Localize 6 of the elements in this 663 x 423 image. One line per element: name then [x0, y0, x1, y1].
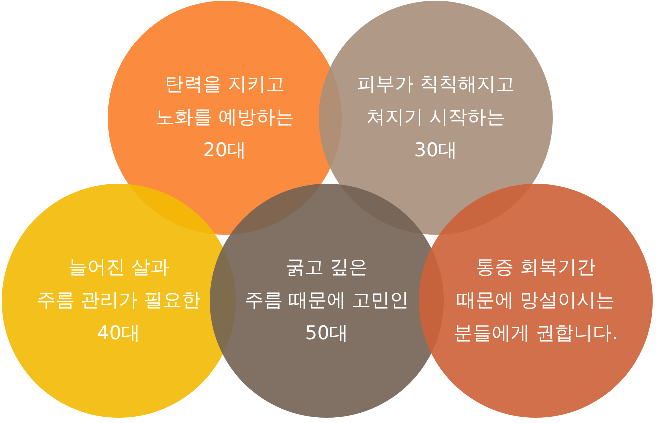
- circle-text: 굵고 깊은 주름 때문에 고민인 50대: [244, 256, 410, 346]
- circle-text: 늘어진 살과 주름 관리가 필요한 40대: [36, 256, 202, 346]
- circle-text: 탄력을 지키고 노화를 예방하는 20대: [155, 72, 295, 164]
- circle: [419, 184, 653, 418]
- circle-text: 피부가 칙칙해지고 쳐지기 시작하는 30대: [356, 72, 516, 164]
- circle-text: 통증 회복기간 때문에 망설이시는 분들에게 권합니다.: [454, 256, 618, 346]
